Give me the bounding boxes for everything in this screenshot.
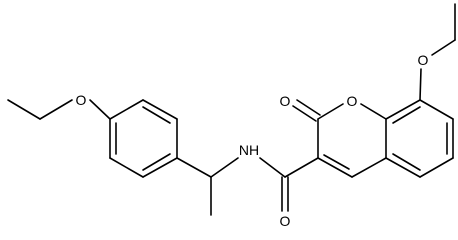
- bond-phenyl-inner-a: [142, 106, 171, 124]
- bond-c8a-c8: [385, 99, 421, 120]
- structural-formula: O NH O O O O: [7, 3, 456, 229]
- atom-labels: O NH O O O O: [76, 52, 429, 229]
- bond-lactone-co-a: [292, 105, 317, 122]
- bond-c6-c5: [419, 157, 454, 178]
- bond-o-ch2-right: [431, 39, 456, 56]
- bond-c4a-c4: [351, 157, 387, 178]
- bond-c5-c4a: [385, 157, 421, 178]
- bond-benzo-inner-b: [392, 153, 421, 171]
- bond-ethyl-left-ch2: [39, 99, 73, 120]
- atom-label-o-ring: O: [347, 93, 358, 109]
- atom-label-nh: NH: [239, 142, 259, 158]
- bond-nh-to-co: [259, 157, 286, 178]
- bond-phenyl-2: [142, 99, 178, 120]
- bond-lines: [7, 3, 456, 216]
- bond-o1-c8a: [360, 103, 387, 120]
- bond-phenyl-4: [142, 157, 178, 178]
- bond-o-to-phenyl: [89, 99, 111, 120]
- atom-label-o-carbonyl-lactone: O: [280, 93, 291, 109]
- bond-phenyl-to-ch: [176, 157, 212, 178]
- bond-c8-o: [419, 68, 422, 101]
- atom-label-o-carbonyl-amide: O: [280, 213, 291, 229]
- bond-ethyl-left-ch3: [7, 99, 41, 120]
- bond-c2-o1: [317, 103, 344, 120]
- bond-phenyl-inner-b: [142, 153, 171, 171]
- bond-benzo-inner-c: [392, 106, 421, 124]
- bond-c4-c3: [317, 157, 353, 178]
- bond-lactone-co-b: [296, 99, 321, 116]
- bond-phenyl-1: [109, 99, 144, 120]
- bond-co-to-c3: [284, 157, 319, 178]
- bond-phenyl-5: [109, 157, 144, 178]
- bond-ch-to-nh: [210, 157, 239, 178]
- bond-c8-c7: [419, 99, 454, 120]
- bond-c4-c3-inner: [323, 154, 350, 170]
- atom-label-o-ether-left: O: [76, 92, 87, 108]
- atom-label-o-ether-right: O: [418, 52, 429, 68]
